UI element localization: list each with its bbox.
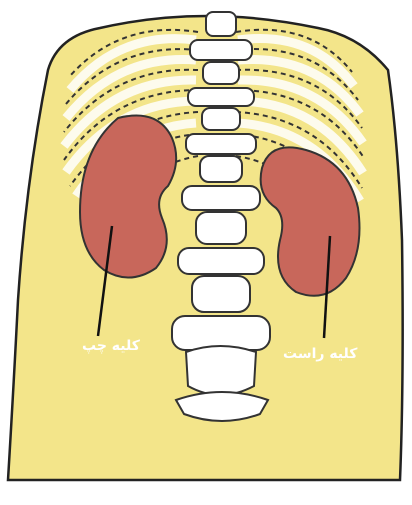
right-kidney-label: کلیه راست (283, 346, 357, 362)
left-kidney-label: کلیه چپ (82, 338, 140, 354)
